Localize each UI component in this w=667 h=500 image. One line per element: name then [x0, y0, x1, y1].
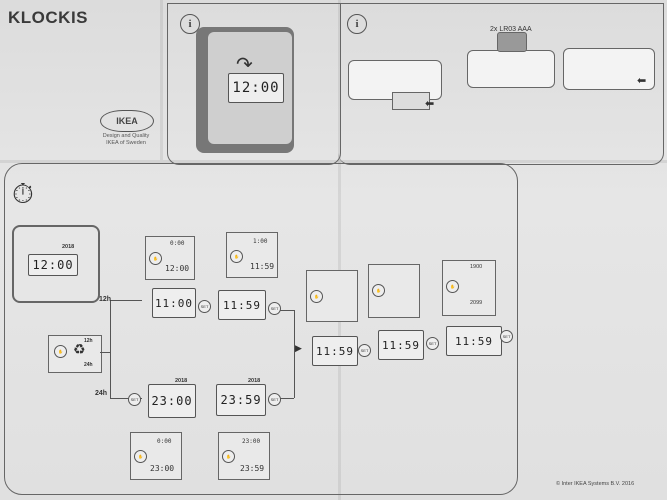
hand-button-icon: ✋ — [230, 250, 243, 263]
step-top: 23:00 — [242, 438, 260, 445]
set-button: SET — [268, 393, 281, 406]
hand-button-icon: ✋ — [372, 284, 385, 297]
ikea-logo: IKEA — [100, 110, 154, 132]
step-top: 1:00 — [253, 238, 267, 245]
set-button: SET — [128, 393, 141, 406]
hand-button-icon: ✋ — [446, 280, 459, 293]
brand-title: KLOCKIS — [8, 8, 88, 28]
connector-line — [280, 310, 294, 311]
step-bottom: 23:59 — [240, 464, 264, 473]
toggle-12h: 12h — [84, 338, 93, 344]
step-bottom: 11:59 — [250, 262, 274, 271]
step-bottom: 23:00 — [150, 464, 174, 473]
year-end: 2099 — [470, 300, 482, 306]
branch-line — [110, 300, 142, 301]
fold-line — [160, 0, 163, 160]
info-icon: i — [347, 14, 367, 34]
hand-button-icon: ✋ — [54, 345, 67, 358]
battery-illustration — [497, 32, 527, 52]
set-button: SET — [500, 330, 513, 343]
set-button: SET — [358, 344, 371, 357]
year-start: 1900 — [470, 264, 482, 270]
step-display: 11:59 — [312, 336, 358, 366]
step-top: 0:00 — [157, 438, 171, 445]
step-display: 11:59 — [218, 290, 266, 320]
set-button: SET — [268, 302, 281, 315]
hand-button-icon: ✋ — [310, 290, 323, 303]
clock-icon: ⏱ — [12, 178, 34, 211]
label-12h: 12h — [99, 296, 111, 303]
clock-display: 12:00 — [228, 73, 284, 103]
step-bottom: 12:00 — [165, 264, 189, 273]
rotate-arrow-icon: ↷ — [236, 52, 253, 77]
branch-line — [110, 300, 111, 398]
step-display: 11:59 — [378, 330, 424, 360]
step-top: 0:00 — [170, 240, 184, 247]
set-button: SET — [426, 337, 439, 350]
step-display: 11:00 — [152, 288, 196, 318]
hand-button-icon: ✋ — [222, 450, 235, 463]
toggle-24h: 24h — [84, 362, 93, 368]
hand-button-icon: ✋ — [134, 450, 147, 463]
step-display: 23:00 — [148, 384, 196, 418]
arrow-icon: ⬅ — [637, 74, 646, 87]
arrow-right-icon: ▶ — [295, 343, 302, 354]
copyright: © Inter IKEA Systems B.V. 2016 — [556, 481, 634, 487]
step-display: 11:59 — [446, 326, 502, 356]
clock-display: 12:00 — [28, 254, 78, 276]
arrow-icon: ⬅ — [425, 97, 434, 110]
clock-date: 2018 — [62, 244, 74, 250]
branch-line — [100, 352, 110, 353]
connector-line — [294, 310, 295, 398]
hand-button-icon: ✋ — [149, 252, 162, 265]
battery-case-illustration — [467, 50, 555, 88]
label-24h: 24h — [95, 390, 107, 397]
step-display: 23:59 — [216, 384, 266, 416]
set-button: SET — [198, 300, 211, 313]
connector-line — [280, 398, 294, 399]
